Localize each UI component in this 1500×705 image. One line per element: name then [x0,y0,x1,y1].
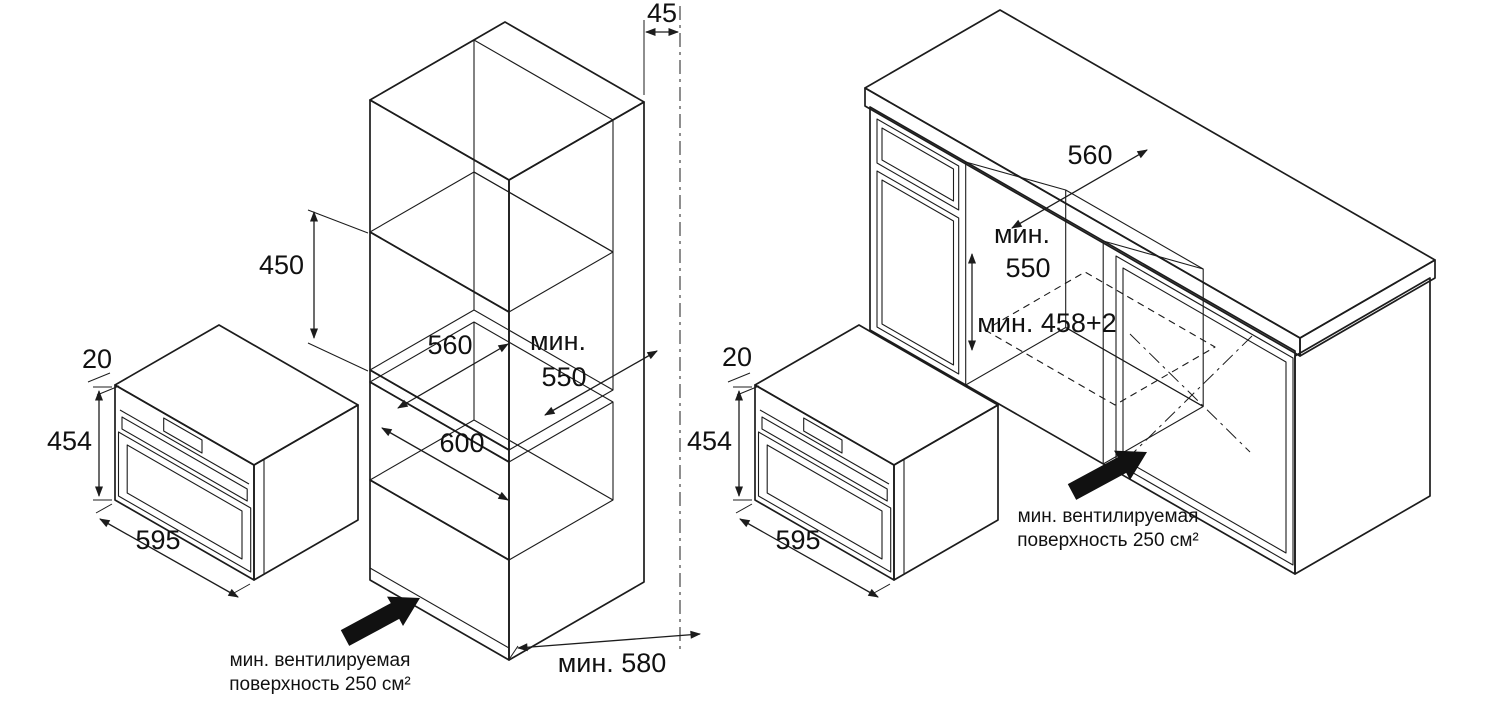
dim-580-line [517,630,701,652]
dim-550-label: 550 [541,362,586,392]
dim-min-word-label: мин. [994,219,1050,249]
dim-450-extension [307,209,369,372]
niche-back-wall [1065,189,1204,408]
vent-note-line1: мин. вентилируемая [1018,506,1199,527]
dim-550-line [544,350,658,416]
left-diagram: 45 450 560 мин. 550 600 мин. 580 20 [47,0,701,695]
cabinet-end-face [1294,277,1431,575]
hidden-oven-footprint [984,271,1216,406]
top-box-front [369,99,510,313]
hidden-position-lines [1129,333,1253,455]
dim-560-line [397,343,509,409]
left-door-inner [881,179,955,366]
vent-arrow-left [340,596,420,646]
oven-dim-595-label: 595 [775,525,820,555]
vent-note-line1: мин. вентилируемая [230,650,411,671]
top-box-interior-edges [369,39,614,313]
dim-454-extension [93,386,112,501]
vent-note-line2: поверхность 250 см² [229,674,410,695]
niche-floor-edges [965,327,1204,465]
dim-min-458-label: мин. 458+2 [977,308,1116,338]
right-diagram: 560 мин. 550 мин. 458+2 20 454 595 мин. … [687,9,1436,598]
lower-compartment-interior-edges [369,321,614,561]
oven-dim-454-label: 454 [47,426,92,456]
plinth-line [369,567,510,649]
base-front-panel [369,479,510,661]
vent-note-line2: поверхность 250 см² [1017,530,1198,551]
dim-45-label: 45 [647,0,677,28]
dim-595-line [739,518,879,598]
column-cabinet-drawing [369,21,645,661]
oven-dim-20-label: 20 [722,342,752,372]
drawer-front [876,118,960,211]
dim-min-word-label: мин. [530,326,586,356]
oven-dim-20-label: 20 [82,344,112,374]
dim-560-label: 560 [427,330,472,360]
niche-ceiling-edges [965,161,1204,270]
worktop-top-face [864,9,1436,339]
right-dimensions: 560 мин. 550 мин. 458+2 20 454 595 [687,140,1148,598]
dim-560-line [1011,149,1148,229]
dim-min-580-label: мин. 580 [558,648,667,678]
dim-550-label: 550 [1005,253,1050,283]
base-cabinet-drawing [864,9,1436,575]
worktop-end-edge [1299,259,1436,357]
vent-arrow-right [1067,450,1147,500]
dim-560-label: 560 [1067,140,1112,170]
left-dimensions: 45 450 560 мин. 550 600 мин. 580 20 [47,0,701,678]
column-top-face [369,21,645,181]
cabinet-body-front [869,106,1296,575]
dim-595-line [99,518,239,598]
dim-454-extension [733,386,752,501]
oven-dim-454-label: 454 [687,426,732,456]
dim-580-extension [509,645,519,659]
dim-600-label: 600 [439,428,484,458]
oven-dim-595-label: 595 [135,525,180,555]
dim-450-label: 450 [259,250,304,280]
drawer-front-inner [881,127,955,202]
right-door-inner [1122,267,1287,554]
lower-compartment-opening [369,381,510,561]
left-door [876,170,960,375]
oven-niche-back-wall [473,171,614,391]
right-door [1115,255,1294,566]
dim-600-line [381,427,509,501]
